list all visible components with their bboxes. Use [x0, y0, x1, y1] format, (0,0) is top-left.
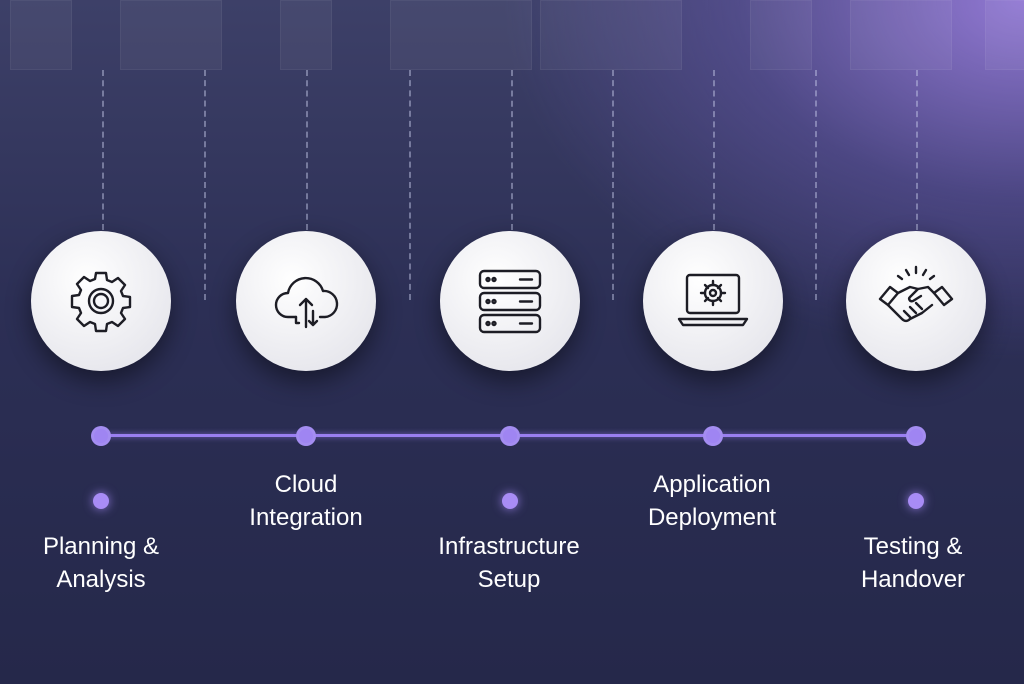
step-5-label: Testing & Handover	[803, 530, 1023, 596]
step-2-circle	[236, 231, 376, 371]
cloud-sync-icon	[274, 276, 339, 329]
handshake-icon	[878, 265, 954, 323]
label-line: Setup	[477, 566, 541, 593]
label-line: Cloud	[274, 471, 338, 498]
marker-dot-3	[502, 493, 518, 509]
step-1-circle	[31, 231, 171, 371]
label-line: Testing &	[863, 533, 963, 560]
label-line: Planning &	[42, 533, 160, 560]
label-line: Integration	[249, 504, 363, 531]
label-line: Application	[653, 471, 771, 498]
laptop-gear-icon	[677, 273, 749, 327]
label-line: Deployment	[647, 504, 777, 531]
timeline-node-1	[91, 426, 111, 446]
step-3-circle	[440, 231, 580, 371]
step-4-circle	[643, 231, 783, 371]
timeline-node-4	[703, 426, 723, 446]
label-line: Analysis	[56, 566, 146, 593]
step-5-circle	[846, 231, 986, 371]
marker-dot-5	[908, 493, 924, 509]
label-line: Handover	[860, 566, 966, 593]
timeline-node-5	[906, 426, 926, 446]
timeline-node-3	[500, 426, 520, 446]
label-line: Infrastructure	[438, 533, 580, 560]
step-1-label: Planning & Analysis	[0, 530, 211, 596]
server-icon	[478, 269, 542, 334]
marker-dot-1	[93, 493, 109, 509]
timeline-node-2	[296, 426, 316, 446]
gear-icon	[70, 271, 132, 333]
